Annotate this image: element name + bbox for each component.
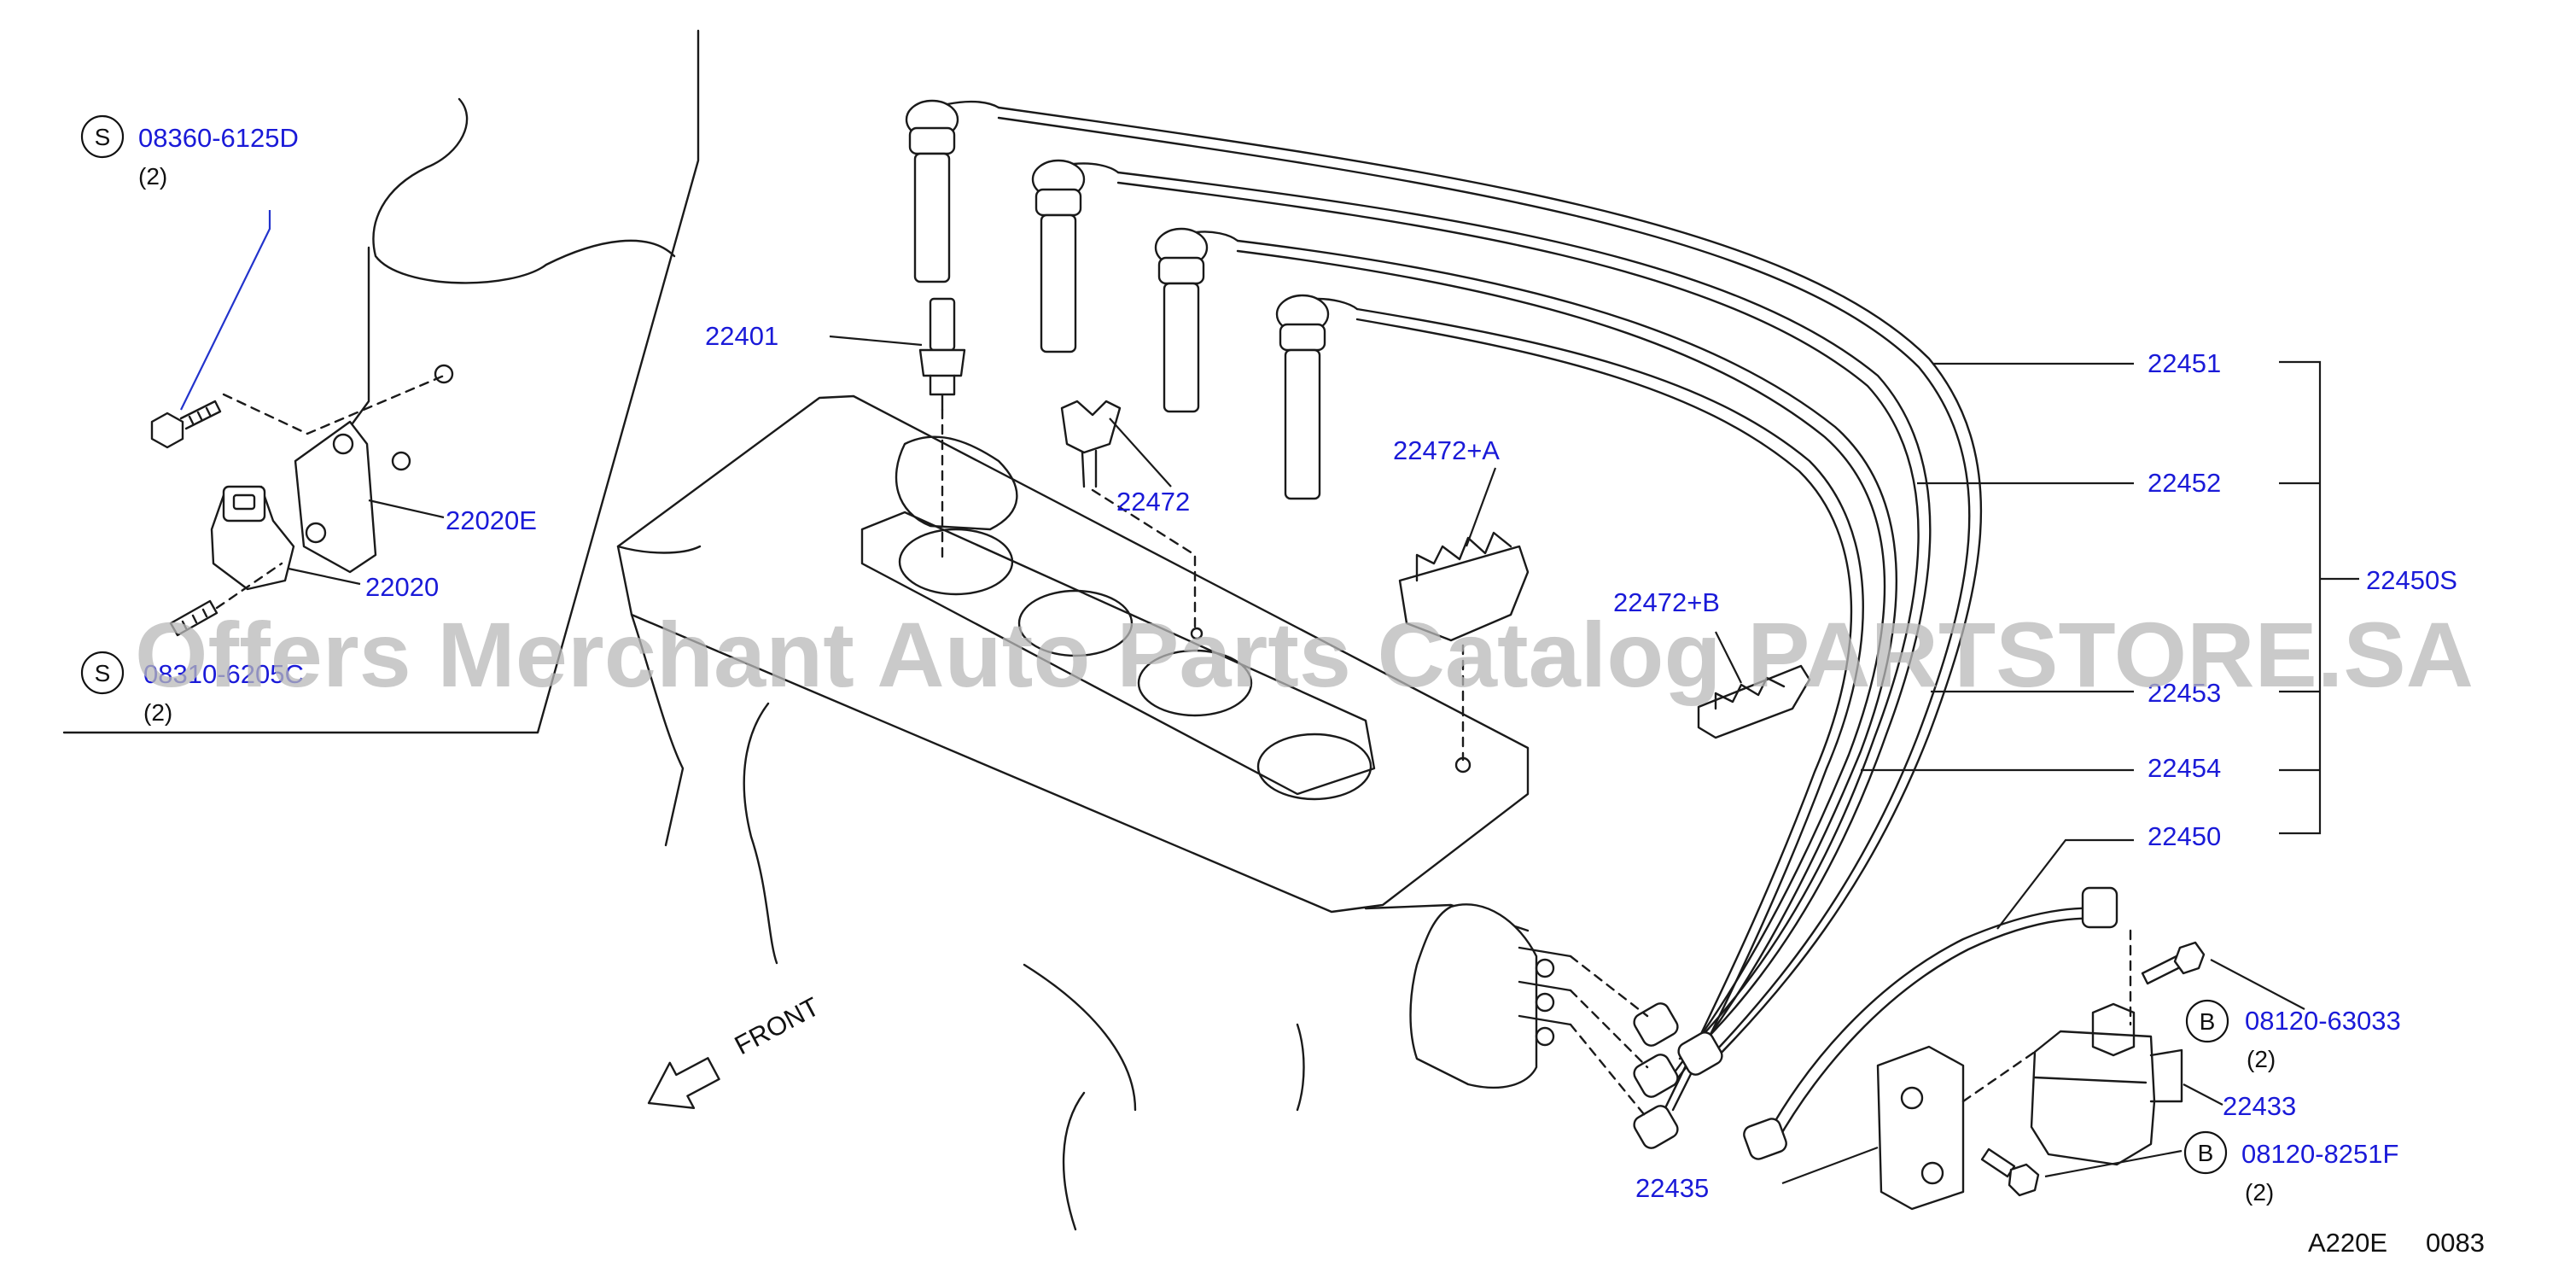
inset-dash-lower — [215, 562, 283, 610]
callout-cord-2[interactable]: 22452 — [2148, 468, 2221, 498]
inset-engine-outline — [372, 97, 676, 284]
clamp-22472[interactable] — [1060, 400, 1122, 488]
callout-sensor-bracket[interactable]: 22020E — [446, 505, 537, 535]
plug-well-1 — [898, 528, 1014, 596]
leader-coil-bracket — [1781, 1146, 1879, 1185]
valve-cover-top-edge — [616, 545, 702, 554]
callout-cord-3[interactable]: 22453 — [2148, 678, 2221, 708]
leader-sensor — [288, 567, 361, 586]
callout-sensor[interactable]: 22020 — [365, 572, 439, 602]
diagram-code: A220E — [2308, 1228, 2387, 1258]
leader-spark-plug — [829, 335, 923, 347]
svg-text:S: S — [95, 124, 111, 150]
clamp-a-hole — [1454, 756, 1472, 774]
circled-s-icon: S — [80, 114, 125, 159]
cord-set-leaders — [1861, 360, 2359, 930]
plug-boot-1[interactable] — [905, 99, 1000, 283]
ignition-cords — [997, 106, 1983, 1115]
watermark: Offers Merchant Auto Parts Catalog PARTS… — [135, 603, 2474, 706]
hollow-arrow-icon — [647, 1057, 720, 1110]
ignition-coil[interactable] — [2030, 1002, 2183, 1166]
leader-sensor-bracket — [368, 499, 445, 519]
callout-coil-cord[interactable]: 22450 — [2148, 821, 2221, 851]
callout-cord-1[interactable]: 22451 — [2148, 348, 2221, 378]
plug-well-3 — [1137, 649, 1253, 717]
valve-cover-rail — [860, 511, 1376, 796]
circled-b-icon: B — [2183, 1130, 2228, 1175]
plug-boss — [895, 435, 1018, 531]
leader-coil-bolt-upper — [2210, 959, 2305, 1010]
inset-bolt-upper[interactable] — [150, 400, 222, 449]
circled-s-icon: S — [80, 651, 125, 695]
inset-sensor-bracket[interactable] — [294, 420, 411, 574]
callout-coil-bolt-upper[interactable]: 08120-63033 — [2245, 1006, 2401, 1036]
inset-border — [62, 29, 700, 734]
coil-bracket[interactable] — [1876, 1045, 1965, 1211]
leader-clamp-b — [1715, 631, 1742, 684]
callout-coil-bolt-lower[interactable]: 08120-8251F — [2241, 1139, 2398, 1169]
plug-boot-3[interactable] — [1154, 227, 1239, 413]
engine-rear — [1296, 1023, 1305, 1112]
qty-bolt-lower: (2) — [143, 699, 172, 726]
callout-bolt-upper[interactable]: 08360-6125D — [138, 123, 299, 153]
inset-bolt-lower[interactable] — [169, 599, 219, 637]
callout-cord-set[interactable]: 22450S — [2366, 565, 2457, 595]
callout-spark-plug[interactable]: 22401 — [705, 321, 778, 351]
inset-stud-hole — [434, 364, 454, 384]
clamp-22472-b[interactable] — [1697, 664, 1811, 739]
clamp-dash — [1091, 488, 1197, 632]
coil-cord[interactable] — [1741, 886, 2118, 1161]
coil-bracket-dash — [1961, 1050, 2037, 1103]
valve-cover — [616, 394, 1530, 914]
callout-coil-bracket[interactable]: 22435 — [1635, 1173, 1709, 1203]
callout-clamp-a[interactable]: 22472+A — [1393, 435, 1500, 465]
inset-sensor[interactable] — [210, 485, 295, 591]
plug-well-2 — [1017, 589, 1134, 657]
inset-engine-body — [348, 246, 370, 429]
cord-ends — [1569, 955, 1723, 1149]
clamp-22472-a[interactable] — [1398, 531, 1530, 642]
callout-cord-4[interactable]: 22454 — [2148, 753, 2221, 783]
engine-block — [630, 613, 685, 847]
qty-coil-bolt-upper: (2) — [2247, 1046, 2276, 1072]
leader-bolt-upper — [180, 210, 271, 411]
callout-clamp-b[interactable]: 22472+B — [1613, 587, 1720, 617]
sheet-number: 0083 — [2426, 1228, 2485, 1258]
callout-bolt-lower[interactable]: 08310-6205C — [143, 659, 304, 689]
callout-coil[interactable]: 22433 — [2223, 1091, 2296, 1121]
svg-text:S: S — [95, 660, 111, 686]
plug-boot-2[interactable] — [1031, 159, 1120, 353]
svg-text:B: B — [2198, 1140, 2214, 1166]
leader-coil — [2183, 1083, 2223, 1106]
coil-bolt-lower[interactable] — [1980, 1147, 2040, 1197]
plug-well-4 — [1256, 733, 1373, 801]
inset-panel — [62, 29, 700, 734]
clamp-hole — [1190, 627, 1203, 640]
engine-head — [616, 394, 1572, 1231]
leader-coil-bolt-lower — [2044, 1149, 2183, 1178]
front-label: FRONT — [730, 991, 825, 1060]
coil-connector-block — [1409, 903, 1572, 1089]
plug-boot-4[interactable] — [1275, 294, 1359, 500]
leader-clamp-a — [1465, 467, 1497, 547]
qty-bolt-upper: (2) — [138, 163, 167, 190]
coil-bolt-upper[interactable] — [2141, 941, 2206, 985]
engine-side — [743, 702, 778, 965]
circled-b-icon: B — [2185, 999, 2229, 1043]
svg-text:B: B — [2200, 1008, 2216, 1035]
callout-clamp[interactable]: 22472 — [1116, 487, 1190, 517]
qty-coil-bolt-lower: (2) — [2245, 1179, 2274, 1206]
leader-clamp — [1109, 417, 1172, 488]
inset-dash-upper — [222, 374, 446, 435]
spark-plug[interactable] — [918, 297, 966, 412]
